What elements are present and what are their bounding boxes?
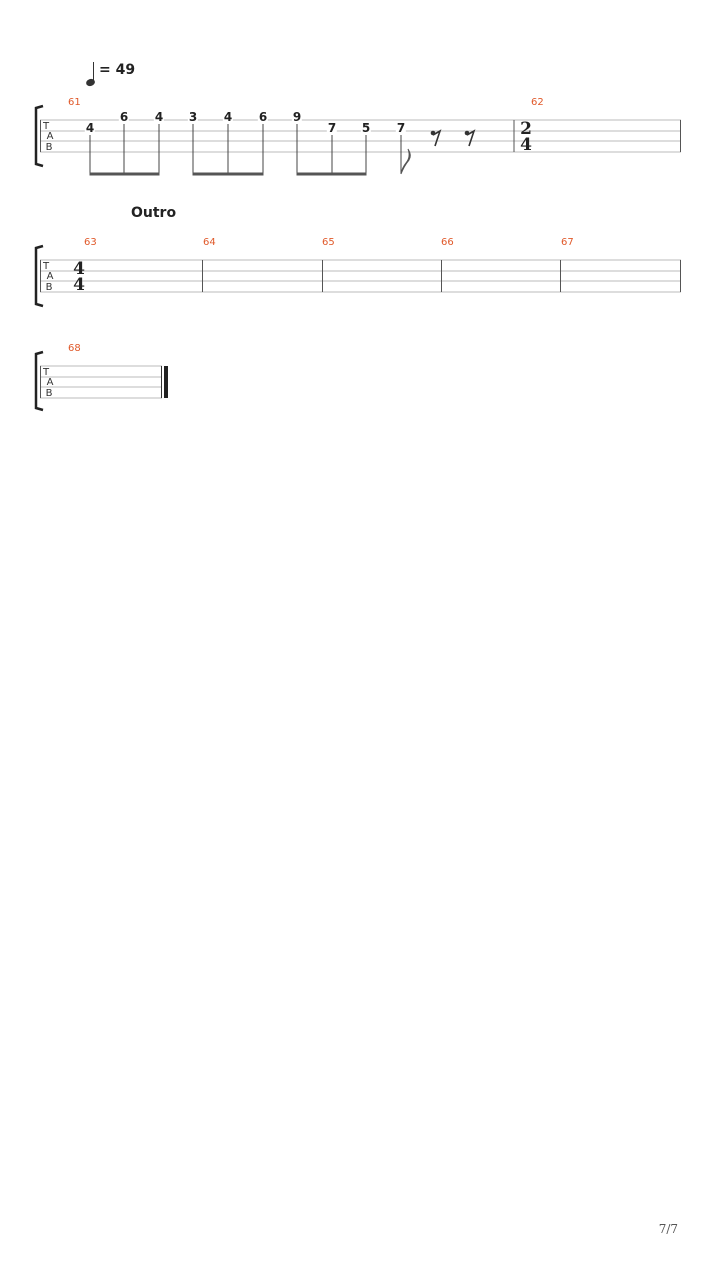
measure-number-63: 63: [84, 237, 97, 248]
eighth-flag-icon: [400, 148, 411, 175]
tab-letter-a: A: [47, 131, 54, 142]
system-bracket: [34, 104, 44, 168]
fret-number: 7: [326, 121, 338, 135]
staff-lines: [40, 119, 681, 153]
staff-lines: [40, 259, 681, 293]
eighth-rest-icon: [430, 129, 442, 147]
measure-number-68: 68: [68, 343, 81, 354]
page-number: 7/7: [658, 1222, 678, 1236]
section-title-outro: Outro: [131, 205, 177, 221]
fret-number: 4: [153, 110, 165, 124]
fret-number: 6: [257, 110, 269, 124]
system-bracket: [34, 244, 44, 308]
staff-lines: [40, 365, 162, 399]
tab-letter-a: A: [47, 377, 54, 388]
time-signature-bottom: 4: [73, 275, 85, 295]
tab-letter-b: B: [46, 282, 53, 293]
time-signature-bottom: 4: [520, 135, 532, 155]
tab-letter-a: A: [47, 271, 54, 282]
fret-number: 4: [222, 110, 234, 124]
measure-number-66: 66: [441, 237, 454, 248]
measure-number-61: 61: [68, 97, 81, 108]
tab-letter-t: T: [42, 261, 50, 272]
quarter-note-icon: [93, 62, 95, 83]
system-1: T A B: [34, 104, 681, 176]
time-signature-top: 2: [520, 119, 532, 139]
tab-letter-b: B: [46, 142, 53, 153]
final-barline-thick: [164, 366, 168, 398]
system-bracket: [34, 350, 44, 412]
fret-number: 9: [291, 110, 303, 124]
tab-letter-t: T: [42, 367, 50, 378]
system-3: T A B: [34, 350, 168, 412]
measure-number-64: 64: [203, 237, 216, 248]
note-stems: [89, 124, 402, 174]
fret-number: 6: [118, 110, 130, 124]
tab-letter-t: T: [42, 121, 50, 132]
measure-number-62: 62: [531, 97, 544, 108]
system-2: T A B 4 4: [34, 244, 681, 308]
tempo-value: = 49: [99, 62, 136, 78]
eighth-rest-icon: [464, 129, 476, 147]
measure-number-67: 67: [561, 237, 574, 248]
barlines: [40, 260, 681, 292]
fret-number: 7: [395, 121, 407, 135]
tab-letter-b: B: [46, 388, 53, 399]
measure-number-65: 65: [322, 237, 335, 248]
time-signature-top: 4: [73, 259, 85, 279]
fret-number: 4: [84, 121, 96, 135]
fret-number: 3: [187, 110, 199, 124]
fret-number: 5: [360, 121, 372, 135]
